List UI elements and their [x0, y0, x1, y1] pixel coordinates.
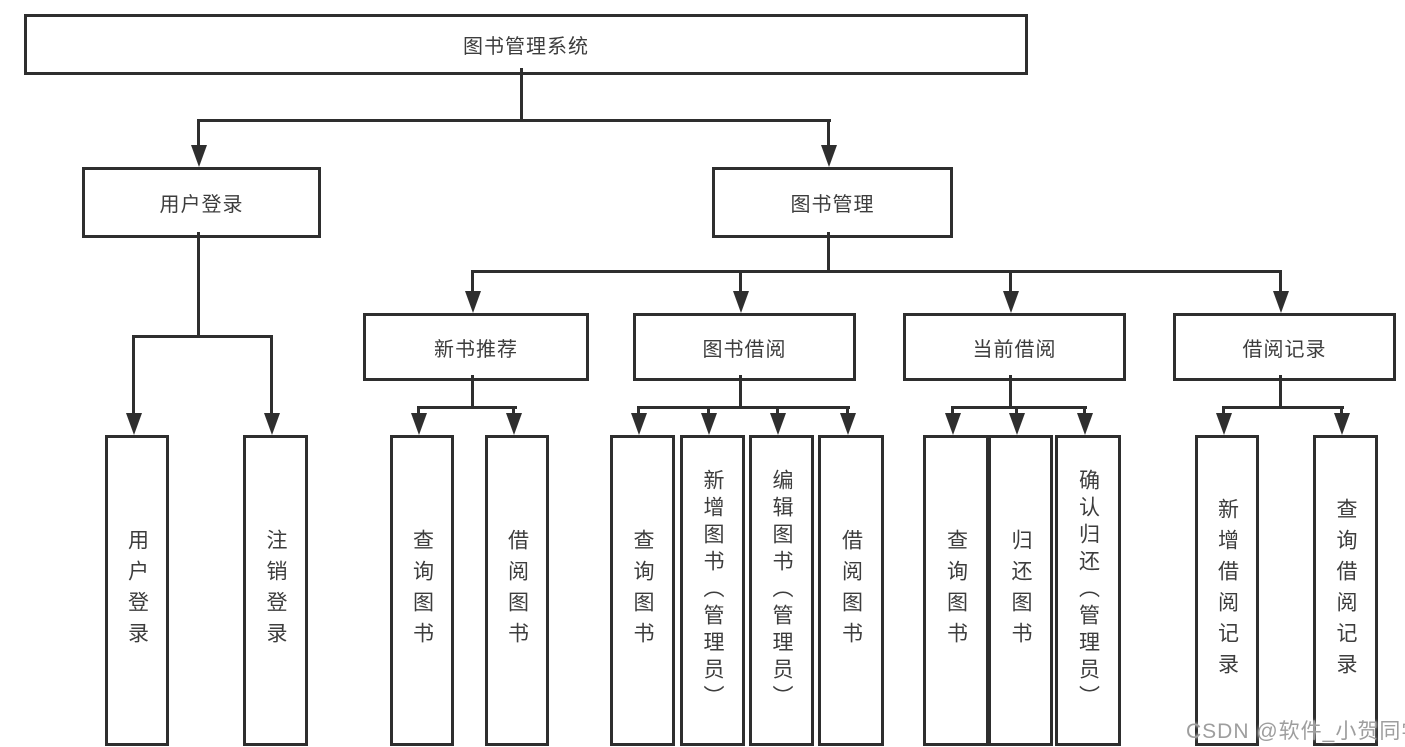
leaf-return-books: 归还图书 — [988, 435, 1053, 746]
node-label: 当前借阅 — [972, 338, 1057, 361]
arrow-down-icon — [1009, 413, 1025, 435]
leaf-label: 查询图书 — [410, 528, 434, 653]
connector-line — [846, 406, 849, 415]
connector-line — [520, 68, 523, 121]
leaf-label: 新增借阅记录 — [1215, 497, 1239, 684]
leaf-label: 编辑图书（管理员） — [770, 469, 793, 712]
connector-line — [707, 406, 710, 415]
connector-line — [1279, 270, 1282, 293]
leaf-query-books-borrowing: 查询图书 — [610, 435, 675, 746]
leaf-label: 查询图书 — [631, 528, 654, 653]
arrow-down-icon — [411, 413, 427, 435]
connector-line — [739, 375, 742, 409]
arrow-down-icon — [264, 413, 280, 435]
leaf-label: 查询图书 — [944, 528, 968, 653]
connector-line — [197, 119, 200, 146]
arrow-down-icon — [506, 413, 522, 435]
arrow-down-icon — [191, 145, 207, 167]
node-label: 新书推荐 — [434, 338, 518, 361]
leaf-logout: 注销登录 — [243, 435, 308, 746]
connector-line — [197, 119, 831, 122]
leaf-edit-books-admin: 编辑图书（管理员） — [749, 435, 814, 746]
leaf-label: 新增图书（管理员） — [701, 469, 724, 712]
node-borrowing-records: 借阅记录 — [1173, 313, 1396, 381]
connector-line — [471, 270, 474, 293]
leaf-query-books-current: 查询图书 — [923, 435, 989, 746]
node-book-borrowing: 图书借阅 — [633, 313, 856, 381]
node-label: 图书管理系统 — [463, 36, 589, 58]
leaf-label: 归还图书 — [1009, 528, 1032, 653]
connector-line — [1222, 406, 1344, 409]
leaf-query-books-recommendation: 查询图书 — [390, 435, 454, 746]
connector-line — [132, 335, 273, 338]
arrow-down-icon — [945, 413, 961, 435]
connector-line — [1009, 270, 1012, 293]
leaf-label: 注销登录 — [264, 528, 287, 653]
connector-line — [827, 119, 830, 146]
leaf-label: 用户登录 — [125, 528, 149, 653]
connector-line — [471, 375, 474, 409]
arrow-down-icon — [1334, 413, 1350, 435]
connector-line — [270, 335, 273, 415]
arrow-down-icon — [1077, 413, 1093, 435]
connector-line — [637, 406, 640, 415]
leaf-query-borrow-record: 查询借阅记录 — [1313, 435, 1378, 746]
arrow-down-icon — [631, 413, 647, 435]
leaf-label: 确认归还（管理员） — [1076, 469, 1100, 712]
connector-line — [132, 335, 135, 415]
arrow-down-icon — [1273, 291, 1289, 313]
connector-line — [951, 406, 1087, 409]
connector-line — [1015, 406, 1018, 415]
node-user-login: 用户登录 — [82, 167, 321, 238]
node-book-management-system: 图书管理系统 — [24, 14, 1028, 75]
node-book-management: 图书管理 — [712, 167, 953, 238]
arrow-down-icon — [770, 413, 786, 435]
connector-line — [951, 406, 954, 415]
node-label: 图书管理 — [790, 194, 875, 216]
connector-line — [1083, 406, 1086, 415]
connector-line — [739, 270, 742, 293]
leaf-label: 借阅图书 — [505, 528, 529, 653]
arrow-down-icon — [701, 413, 717, 435]
leaf-label: 查询借阅记录 — [1334, 497, 1357, 684]
arrow-down-icon — [126, 413, 142, 435]
leaf-label: 借阅图书 — [839, 528, 863, 653]
arrow-down-icon — [465, 291, 481, 313]
connector-line — [1009, 375, 1012, 409]
leaf-borrow-books-borrowing: 借阅图书 — [818, 435, 884, 746]
leaf-confirm-return-admin: 确认归还（管理员） — [1055, 435, 1121, 746]
node-new-book-recommendation: 新书推荐 — [363, 313, 589, 381]
node-label: 用户登录 — [159, 194, 244, 216]
connector-line — [637, 406, 850, 409]
leaf-add-borrow-record: 新增借阅记录 — [1195, 435, 1259, 746]
arrow-down-icon — [733, 291, 749, 313]
leaf-add-books-admin: 新增图书（管理员） — [680, 435, 745, 746]
node-label: 借阅记录 — [1242, 338, 1327, 361]
connector-line — [512, 406, 515, 415]
connector-line — [417, 406, 517, 409]
arrow-down-icon — [1216, 413, 1232, 435]
connector-line — [1222, 406, 1225, 415]
connector-line — [1279, 375, 1282, 409]
leaf-borrow-books-recommendation: 借阅图书 — [485, 435, 549, 746]
connector-line — [827, 232, 830, 273]
connector-line — [471, 270, 1282, 273]
arrow-down-icon — [840, 413, 856, 435]
watermark-csdn: CSDN @软件_小贺同学 — [1186, 720, 1405, 743]
connector-line — [417, 406, 420, 415]
node-label: 图书借阅 — [702, 338, 787, 361]
leaf-user-login: 用户登录 — [105, 435, 169, 746]
arrow-down-icon — [1003, 291, 1019, 313]
arrow-down-icon — [821, 145, 837, 167]
connector-line — [197, 232, 200, 338]
node-current-borrowing: 当前借阅 — [903, 313, 1126, 381]
connector-line — [1340, 406, 1343, 415]
connector-line — [776, 406, 779, 415]
